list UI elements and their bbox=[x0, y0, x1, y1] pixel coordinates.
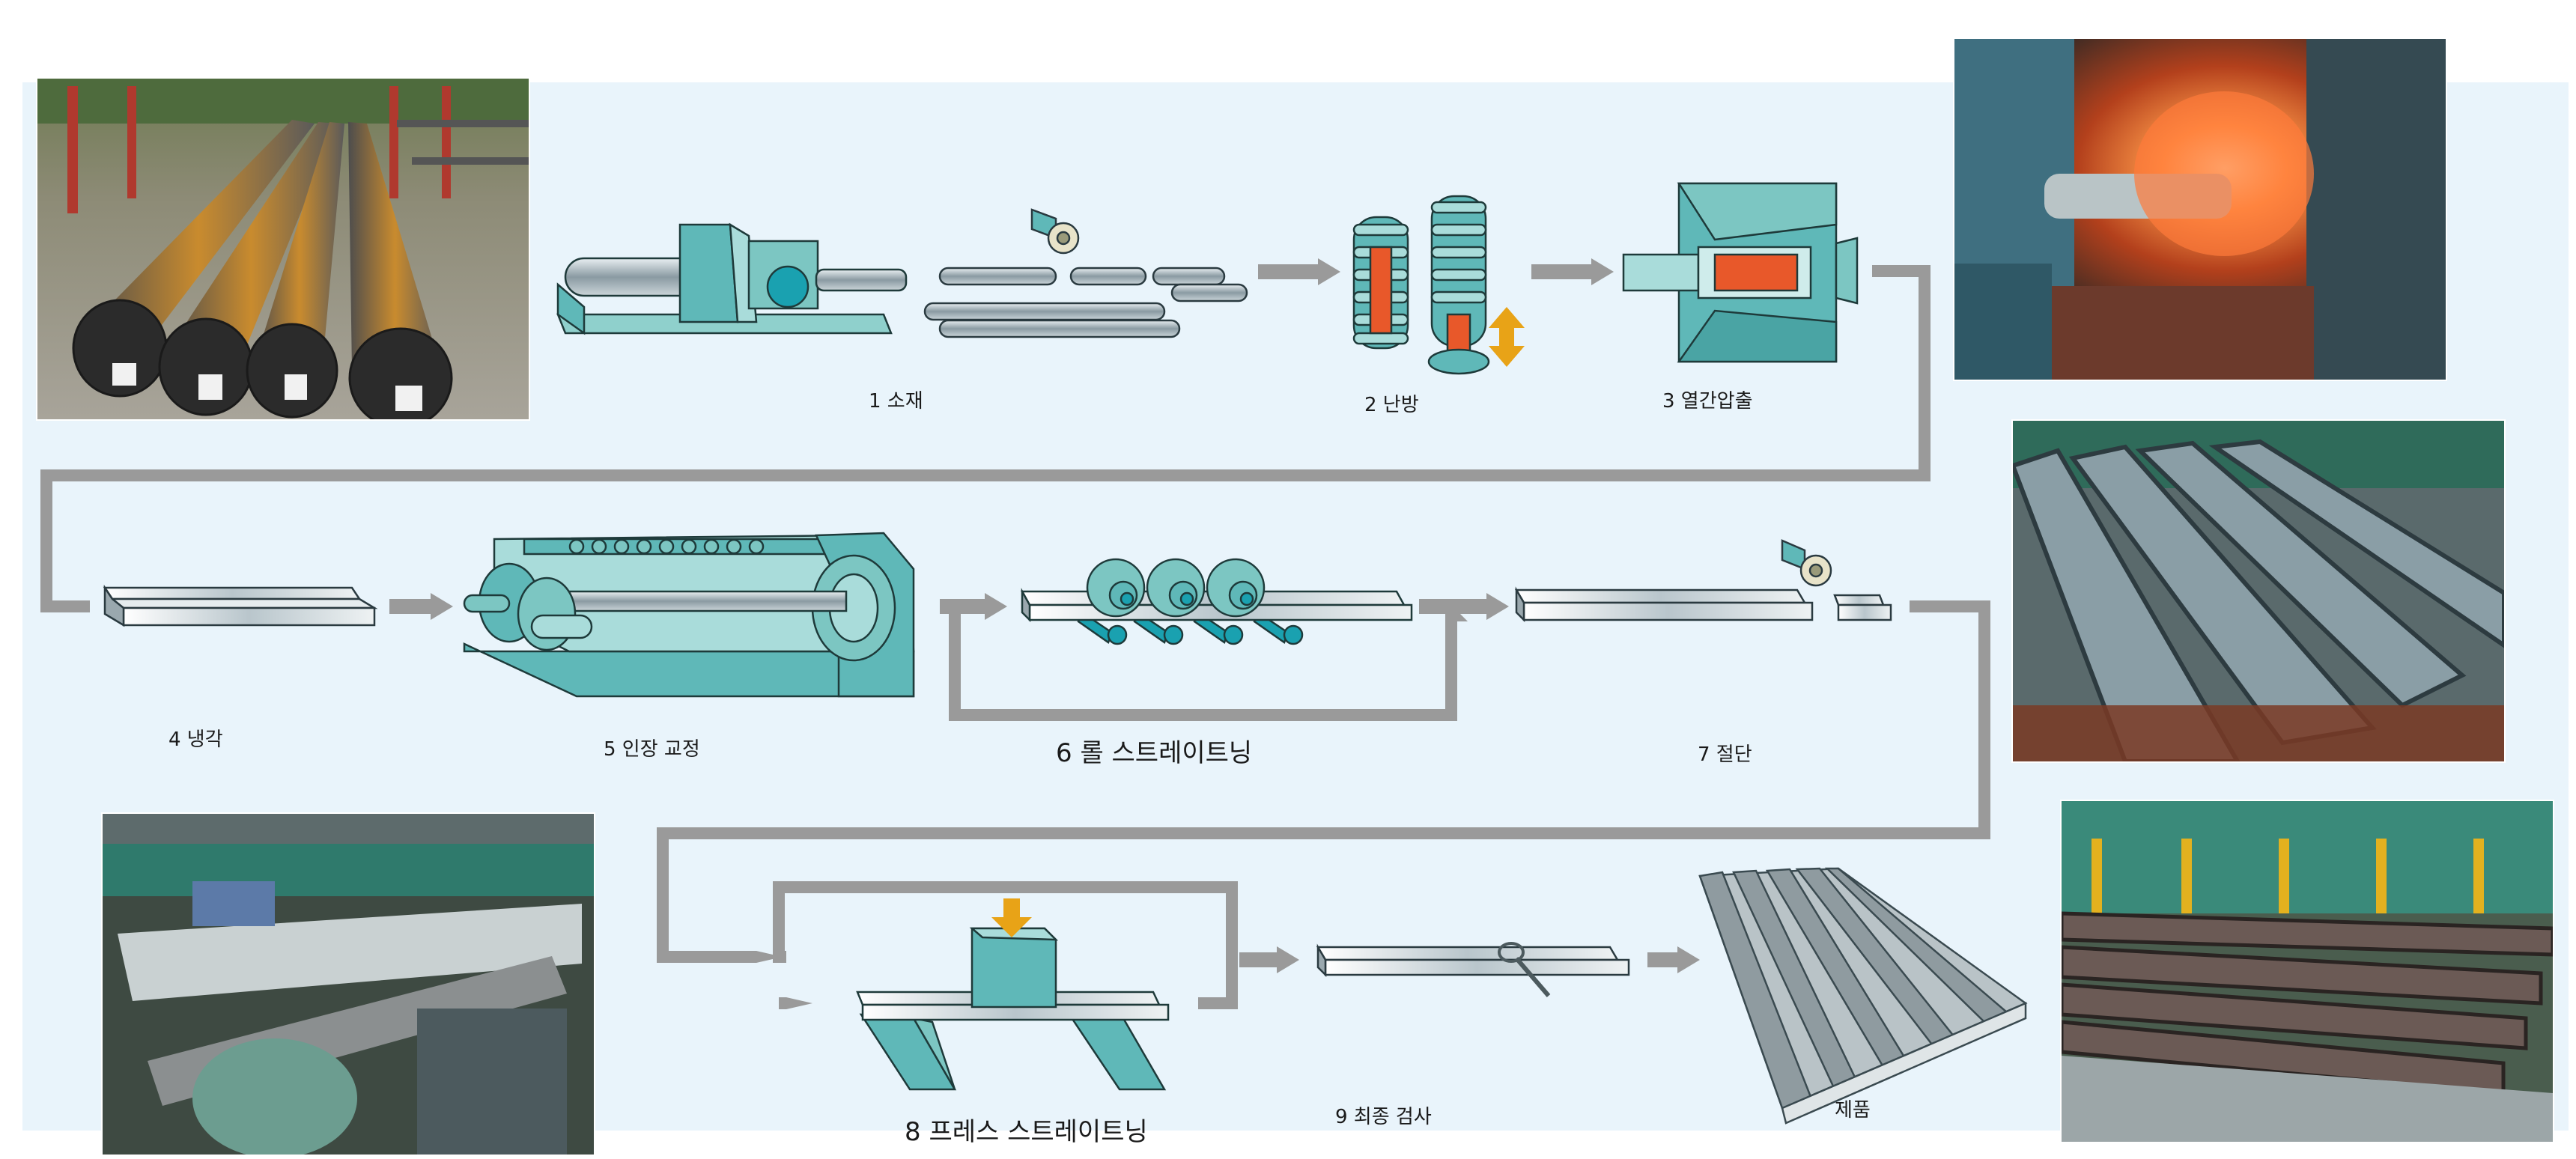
finished-rails-icon bbox=[1698, 867, 2028, 1125]
cut-bars-icon bbox=[923, 208, 1248, 338]
stretch-straightener-icon bbox=[463, 532, 915, 698]
step-label-final-inspection: 9 최종 검사 bbox=[1335, 1106, 1432, 1128]
saw-machine-icon bbox=[556, 222, 908, 335]
photo-finished-rails bbox=[2062, 801, 2553, 1142]
roll-straightener-icon bbox=[1020, 558, 1413, 645]
photo-rails-cooling bbox=[2013, 421, 2504, 761]
step-label-cutting: 7 절단 bbox=[1698, 743, 1752, 766]
up-down-arrow-icon bbox=[1489, 307, 1525, 367]
cutting-icon bbox=[1514, 539, 1892, 623]
down-arrow-icon bbox=[991, 898, 1032, 937]
photo-raw-steel-bars bbox=[37, 79, 529, 419]
induction-heater-icon bbox=[1352, 195, 1490, 375]
cooling-rail-icon bbox=[103, 584, 378, 627]
flow-lines bbox=[40, 265, 1990, 1009]
step-label-cooling: 4 냉각 bbox=[168, 728, 223, 751]
photo-hot-extrusion bbox=[1954, 39, 2446, 380]
flow-arrows bbox=[389, 258, 1700, 1009]
step-label-stretch-straightening: 5 인장 교정 bbox=[604, 738, 700, 761]
step-label-press-straightening: 8 프레스 스트레이트닝 bbox=[905, 1117, 1148, 1147]
press-straightener-icon bbox=[856, 927, 1170, 1091]
photo-straightening-machine bbox=[103, 814, 594, 1155]
inspection-icon bbox=[1316, 942, 1630, 997]
step-label-hot-extrusion: 3 열간압출 bbox=[1662, 390, 1753, 413]
step-label-heating: 2 난방 bbox=[1364, 394, 1419, 416]
step-label-material: 1 소재 bbox=[869, 390, 923, 413]
extrusion-press-icon bbox=[1622, 182, 1859, 363]
label-product: 제품 bbox=[1835, 1099, 1871, 1122]
step-label-roll-straightening: 6 롤 스트레이트닝 bbox=[1056, 738, 1253, 768]
